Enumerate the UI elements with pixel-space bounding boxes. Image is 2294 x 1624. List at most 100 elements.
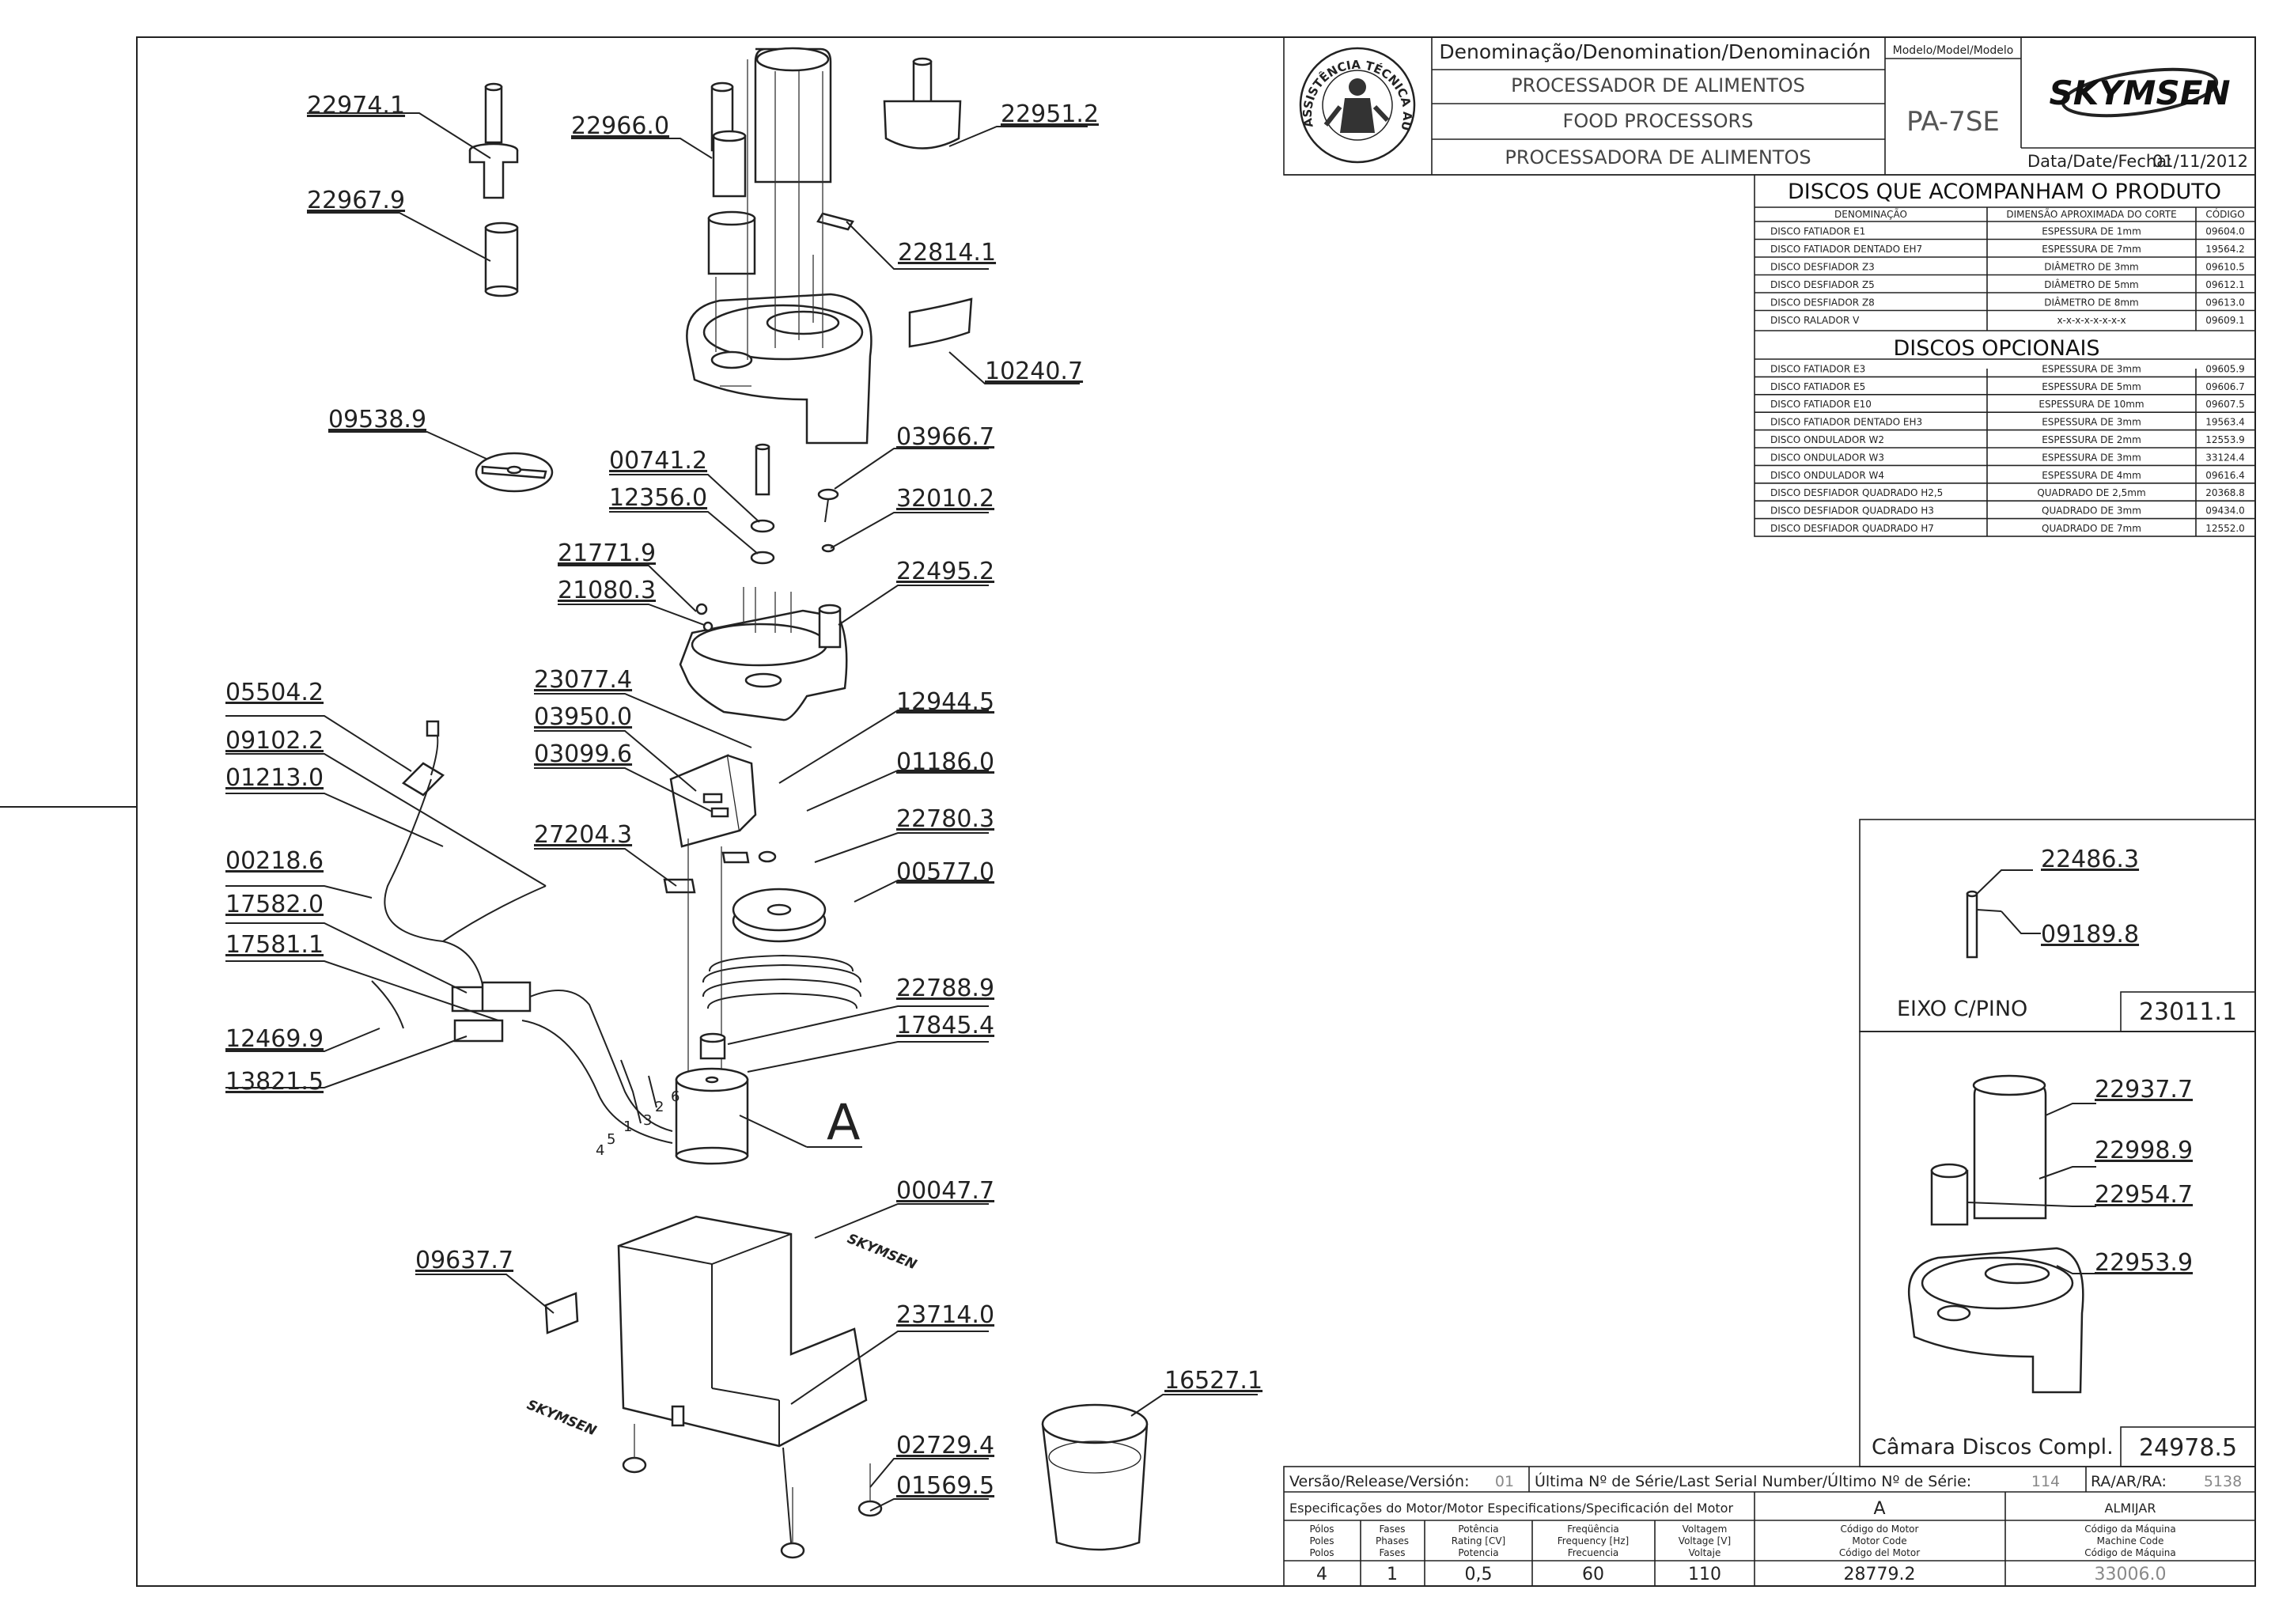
disc-row-dimension: ESPESSURA DE 1mm bbox=[2042, 226, 2141, 237]
cabinet-brand-front: SKYMSEN bbox=[845, 1231, 918, 1273]
name-es: PROCESSADORA DE ALIMENTOS bbox=[1505, 146, 1811, 168]
spec-value: 33006.0 bbox=[2095, 1565, 2167, 1584]
spec-value: 4 bbox=[1316, 1565, 1327, 1584]
callout-22966-0: 22966.0 bbox=[571, 112, 669, 140]
callout-09102-2: 09102.2 bbox=[225, 727, 324, 755]
wire-number-3: 3 bbox=[643, 1112, 652, 1129]
optional-row-dimension: ESPESSURA DE 4mm bbox=[2042, 470, 2141, 481]
spec-column-header: Voltaje bbox=[1689, 1547, 1721, 1558]
feed-pusher-assembly bbox=[468, 82, 519, 297]
spec-column-header: Voltage [V] bbox=[1679, 1535, 1731, 1546]
serial-value: 114 bbox=[2031, 1473, 2060, 1490]
spec-column-header: Phases bbox=[1376, 1535, 1409, 1546]
bowl-base-22495 bbox=[679, 587, 848, 721]
optional-row-code: 09434.0 bbox=[2205, 505, 2245, 517]
callout-22967-9: 22967.9 bbox=[307, 187, 405, 214]
disc-row-name: DISCO FATIADOR E1 bbox=[1770, 226, 1865, 237]
slicing-disc-09538 bbox=[475, 452, 554, 493]
callout-22937-7: 22937.7 bbox=[2095, 1076, 2193, 1103]
motor-letter: A bbox=[1873, 1499, 1885, 1519]
wire-number-5: 5 bbox=[607, 1131, 615, 1148]
callout-22814-1: 22814.1 bbox=[898, 239, 996, 267]
callout-22788-9: 22788.9 bbox=[896, 975, 994, 1002]
disc-row-code: 09613.0 bbox=[2205, 297, 2245, 309]
disc-row-name: DISCO DESFIADOR Z3 bbox=[1770, 262, 1875, 273]
optional-row-name: DISCO ONDULADOR W4 bbox=[1770, 470, 1884, 481]
callout-16527-1: 16527.1 bbox=[1164, 1367, 1262, 1395]
optional-row-dimension: ESPESSURA DE 3mm bbox=[2042, 363, 2141, 374]
motor-marker: A bbox=[827, 1093, 860, 1151]
disc-row-code: 09612.1 bbox=[2205, 279, 2245, 290]
callout-22495-2: 22495.2 bbox=[896, 558, 994, 585]
spec-column-header: Polos bbox=[1309, 1547, 1334, 1558]
discs-optional-title: DISCOS OPCIONAIS bbox=[1893, 336, 2099, 361]
disc-row-dimension: DIÂMETRO DE 3mm bbox=[2044, 261, 2139, 273]
optional-row-code: 09616.4 bbox=[2205, 470, 2245, 481]
disc-row-name: DISCO RALADOR V bbox=[1770, 315, 1860, 326]
wire-number-6: 6 bbox=[671, 1088, 679, 1105]
leader-lines bbox=[225, 112, 1258, 1543]
callout-12356-0: 12356.0 bbox=[609, 484, 707, 512]
spec-value: 110 bbox=[1688, 1565, 1721, 1584]
pulley-and-belt bbox=[702, 850, 861, 1009]
motor-spec-label: Especificações do Motor/Motor Especifica… bbox=[1289, 1501, 1733, 1516]
callout-17581-1: 17581.1 bbox=[225, 931, 324, 959]
disc-row-dimension: ESPESSURA DE 7mm bbox=[2042, 244, 2141, 255]
cup-16527 bbox=[1041, 1403, 1149, 1551]
disc-row-code: 09609.1 bbox=[2205, 315, 2245, 326]
shaft-detail-box: 22486.3 09189.8 EIXO C/PINO 23011.1 bbox=[1859, 819, 2256, 1032]
callout-17582-0: 17582.0 bbox=[225, 891, 324, 918]
chamber-code: 24978.5 bbox=[2139, 1434, 2237, 1462]
spec-column-header: Rating [CV] bbox=[1452, 1535, 1505, 1546]
optional-row-name: DISCO FATIADOR E3 bbox=[1770, 363, 1865, 374]
callout-23714-0: 23714.0 bbox=[896, 1301, 994, 1329]
shaft-code: 23011.1 bbox=[2139, 998, 2237, 1026]
seal-text: ASSISTÊNCIA TÉCNICA AUTORIZADA bbox=[0, 0, 1414, 132]
motor-spec-block: Versão/Release/Versión: 01 Última Nº de … bbox=[1283, 1466, 2256, 1587]
callout-22998-9: 22998.9 bbox=[2095, 1137, 2193, 1164]
spec-column-header: Potência bbox=[1458, 1524, 1498, 1535]
disc-row-code: 19564.2 bbox=[2205, 244, 2245, 255]
optional-row-dimension: QUADRADO DE 3mm bbox=[2042, 505, 2141, 517]
pusher-22951 bbox=[883, 57, 962, 150]
callout-12944-5: 12944.5 bbox=[896, 688, 994, 716]
disc-row-dimension: DIÂMETRO DE 8mm bbox=[2044, 297, 2139, 309]
spec-column-header: Código del Motor bbox=[1839, 1547, 1920, 1558]
title-block: ASSISTÊNCIA TÉCNICA AUTORIZADA Denominaç… bbox=[0, 0, 2256, 176]
spec-column-header: Voltagem bbox=[1683, 1524, 1728, 1535]
callout-22486-3: 22486.3 bbox=[2041, 846, 2139, 873]
disc-row-name: DISCO DESFIADOR Z5 bbox=[1770, 279, 1875, 290]
callout-23077-4: 23077.4 bbox=[534, 666, 632, 694]
callout-00741-2: 00741.2 bbox=[609, 447, 707, 475]
brand-logo: SKYMSEN bbox=[2049, 67, 2231, 118]
optional-row-dimension: ESPESSURA DE 5mm bbox=[2042, 381, 2141, 392]
spec-value: 1 bbox=[1387, 1565, 1398, 1584]
callout-27204-3: 27204.3 bbox=[534, 821, 632, 849]
switch-bracket-assembly bbox=[663, 754, 757, 894]
spec-column-header: Fases bbox=[1379, 1547, 1405, 1558]
sheet-frame bbox=[0, 36, 2256, 1587]
callout-12469-9: 12469.9 bbox=[225, 1025, 324, 1053]
callout-17845-4: 17845.4 bbox=[896, 1012, 994, 1039]
callout-00577-0: 00577.0 bbox=[896, 858, 994, 886]
optional-row-name: DISCO FATIADOR E10 bbox=[1770, 399, 1872, 410]
shaft-caption: EIXO C/PINO bbox=[1897, 997, 2027, 1021]
motor-assembly: A bbox=[675, 838, 862, 1165]
discs-included-table: DISCOS QUE ACOMPANHAM O PRODUTO DENOMINA… bbox=[1754, 174, 2256, 537]
spec-value: 28779.2 bbox=[1844, 1565, 1916, 1584]
disc-row-name: DISCO FATIADOR DENTADO EH7 bbox=[1770, 244, 1922, 255]
callout-01569-5: 01569.5 bbox=[896, 1472, 994, 1500]
spec-column-header: Potencia bbox=[1458, 1547, 1498, 1558]
disc-row-dimension: x-x-x-x-x-x-x-x bbox=[2057, 315, 2126, 326]
callout-13821-5: 13821.5 bbox=[225, 1068, 324, 1096]
disc-row-code: 09610.5 bbox=[2205, 262, 2245, 273]
serial-label: Última Nº de Série/Last Serial Number/Úl… bbox=[1535, 1471, 1971, 1490]
central-shaft-and-bearings bbox=[750, 443, 839, 565]
spec-column-header: Código da Máquina bbox=[2084, 1524, 2175, 1535]
callout-03966-7: 03966.7 bbox=[896, 423, 994, 451]
optional-row-code: 09607.5 bbox=[2205, 399, 2245, 410]
wire-number-2: 2 bbox=[655, 1099, 664, 1115]
callout-01186-0: 01186.0 bbox=[896, 748, 994, 776]
date-label: Data/Date/Fecha: bbox=[2027, 152, 2172, 171]
svg-text:ASSISTÊNCIA TÉCNICA AUTORIZADA: ASSISTÊNCIA TÉCNICA AUTORIZADA bbox=[0, 0, 1414, 132]
